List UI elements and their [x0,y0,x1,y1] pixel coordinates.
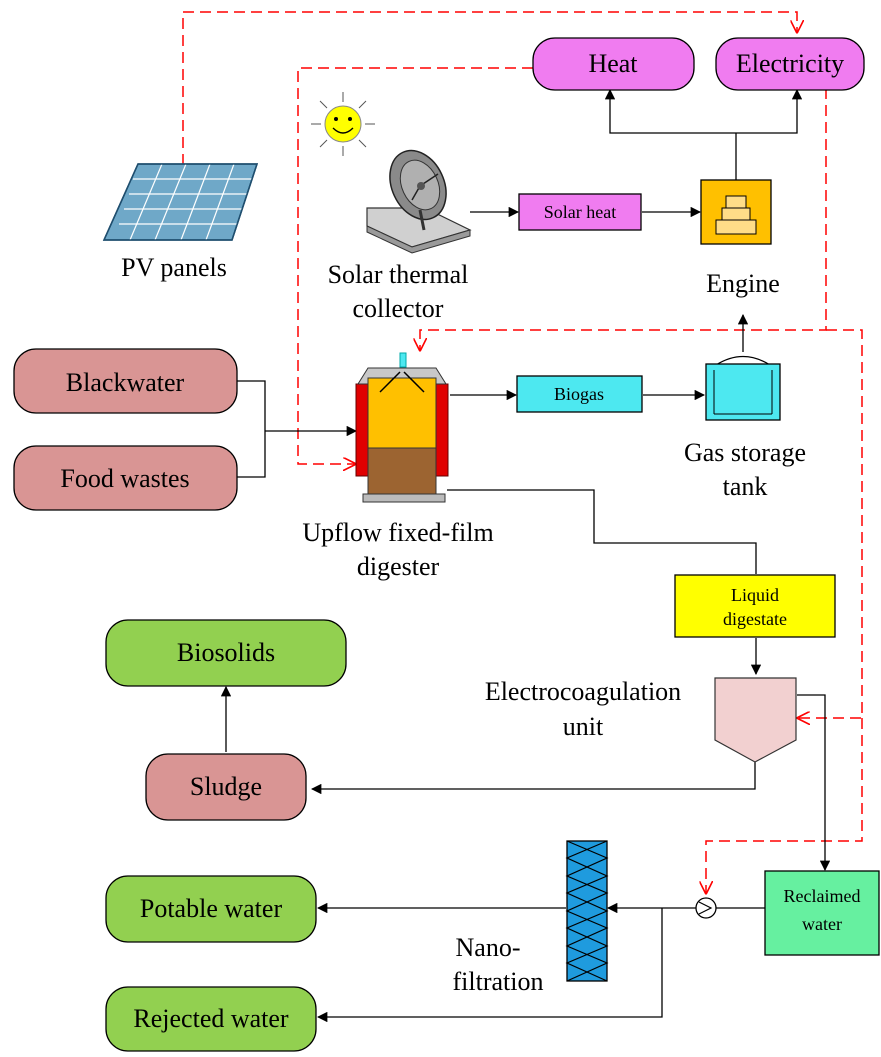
heat-box: Heat [532,37,695,91]
digester-label-1: Upflow fixed-film [302,518,493,547]
blackwater-box: Blackwater [13,348,238,414]
solar-heat-label: Solar heat [544,202,616,222]
sun-icon [311,92,375,156]
gas-tank-icon [705,355,781,421]
energy-lines [182,11,863,893]
solar-thermal-label-2: collector [353,294,444,323]
pv-panel-icon [102,163,259,241]
solar-heat-box: Solar heat [518,193,642,231]
digester-label-2: digester [357,552,440,581]
potable-water-box: Potable water [105,875,317,943]
heat-to-digester-line [297,67,533,464]
biogas-box: Biogas [516,375,643,413]
liquid-digestate-box: Liquid digestate [674,574,836,638]
biogas-label: Biogas [554,384,604,404]
reclaimed-water-label-1: Reclaimed [784,886,861,906]
to-electricity-line [736,88,803,134]
electrocoag-label-1: Electrocoagulation [485,677,681,706]
sludge-label: Sludge [190,772,262,801]
to-heat-line [604,88,736,134]
solar-dish-icon [366,149,472,254]
pump-icon [695,897,717,919]
reclaimed-water-label-2: water [802,914,842,934]
nano-label-1: Nano- [456,933,521,962]
heat-label: Heat [588,49,638,78]
electricity-distribution-line [420,88,827,350]
potable-water-label: Potable water [140,894,283,923]
engine-icon [700,179,772,245]
pv-to-electricity-line [182,11,797,165]
food-wastes-box: Food wastes [13,445,238,511]
liquid-digestate-label-2: digestate [723,609,787,629]
nanofilter-icon [565,840,609,982]
ec-to-sludge-line [310,762,756,795]
food-wastes-label: Food wastes [60,464,189,493]
biosolids-box: Biosolids [105,619,347,687]
solar-thermal-label-1: Solar thermal [328,260,469,289]
electricity-box: Electricity [715,37,865,91]
electricity-label: Electricity [736,49,844,78]
electrocoag-label-2: unit [563,712,604,741]
rejected-water-box: Rejected water [105,986,317,1052]
electricity-to-pump-line [706,718,863,893]
blackwater-line [237,380,266,478]
biosolids-label: Biosolids [177,638,275,667]
digester-icon [355,352,449,503]
ec-to-reclaimed-line [797,694,831,872]
gas-storage-label-1: Gas storage [684,438,806,467]
pv-panels-label: PV panels [121,253,227,282]
flow-lines [220,88,831,1023]
sludge-box: Sludge [145,753,307,821]
gas-storage-label-2: tank [723,472,768,501]
nano-label-2: filtration [453,967,544,996]
rejected-water-label: Rejected water [133,1004,289,1033]
electrocoagulation-icon [714,677,797,763]
blackwater-label: Blackwater [66,368,185,397]
reclaimed-water-box: Reclaimed water [764,870,880,956]
electricity-to-treatment-line [798,329,863,718]
liquid-digestate-label-1: Liquid [731,585,779,605]
digester-to-digestate-line [447,489,757,574]
to-rejected-line [316,908,663,1023]
engine-label: Engine [706,269,780,298]
